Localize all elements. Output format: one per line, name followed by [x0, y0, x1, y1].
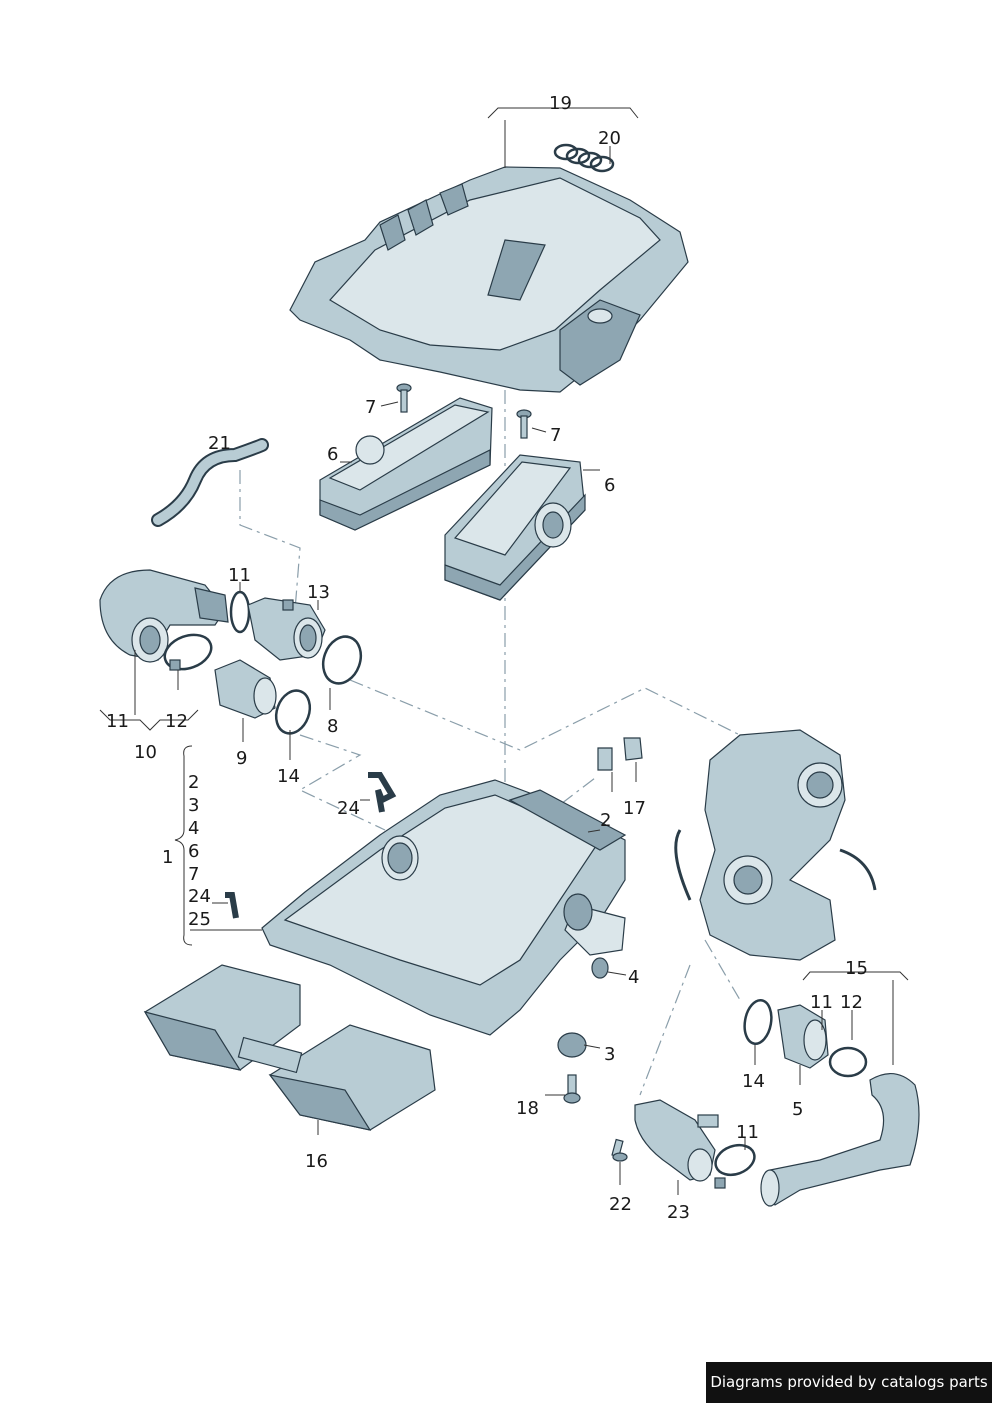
bolt-icon: [516, 409, 532, 439]
clip-icon: [225, 772, 397, 919]
callout-21: 21: [208, 433, 231, 454]
breather-hose: [151, 438, 269, 527]
mount-icon: [557, 1032, 587, 1058]
air-filter-box-left: [319, 397, 493, 531]
callout-7: 7: [550, 425, 561, 446]
list-label-4: 4: [188, 818, 199, 839]
screw-icon: [563, 1074, 581, 1104]
leader-lines: [99, 107, 909, 1195]
callout-12: 12: [165, 711, 188, 732]
callout-13: 13: [307, 582, 330, 603]
intake-hose-right: [760, 1073, 920, 1207]
callout-2: 2: [600, 810, 611, 831]
list-label-24: 24: [188, 886, 211, 907]
intake-elbow-right: [634, 1099, 756, 1189]
callout-10: 10: [134, 742, 157, 763]
hose-clamp-icon: [163, 590, 363, 735]
callout-8: 8: [327, 716, 338, 737]
callout-labels: 19 20 7 7 6 6 21 11 13 11 12 10 9 8 14 2…: [106, 93, 868, 1223]
callout-22: 22: [609, 1194, 632, 1215]
engine-cover: [289, 166, 689, 393]
callout-19: 19: [549, 93, 572, 114]
callout-20: 20: [598, 128, 621, 149]
callout-23: 23: [667, 1202, 690, 1223]
callout-7: 7: [365, 397, 376, 418]
list-label-7: 7: [188, 864, 199, 885]
list-label-3: 3: [188, 795, 199, 816]
callout-11: 11: [810, 992, 833, 1013]
air-filter-box-right: [444, 454, 586, 601]
intake-connector: [214, 659, 277, 719]
callout-6: 6: [327, 444, 338, 465]
list-label-2: 2: [188, 772, 199, 793]
screw-icon: [611, 1138, 628, 1162]
callout-15: 15: [845, 958, 868, 979]
list-label-6: 6: [188, 841, 199, 862]
callout-4: 4: [628, 967, 639, 988]
callout-16: 16: [305, 1151, 328, 1172]
callout-11: 11: [228, 565, 251, 586]
centerlines: [239, 390, 751, 1096]
air-mass-meter-right: [743, 998, 868, 1078]
callout-18: 18: [516, 1098, 539, 1119]
callout-9: 9: [236, 748, 247, 769]
bracket-icon: [597, 737, 643, 771]
intake-manifold-tray: [261, 779, 627, 1036]
air-mass-meter-housing: [247, 597, 326, 661]
turbocharger-assembly: [674, 729, 877, 961]
list-label-25: 25: [188, 909, 211, 930]
intake-elbow-hose: [99, 569, 229, 663]
callout-11: 11: [106, 711, 129, 732]
bolt-icon: [396, 383, 412, 413]
callout-6: 6: [604, 475, 615, 496]
air-intake-ducts: [143, 964, 436, 1131]
credit-banner: Diagrams provided by catalogs parts: [706, 1362, 992, 1403]
callout-3: 3: [604, 1044, 615, 1065]
callout-14: 14: [277, 766, 300, 787]
emblem-rings-icon: [553, 143, 615, 173]
callout-17: 17: [623, 798, 646, 819]
grommet-icon: [591, 957, 609, 979]
callout-11: 11: [736, 1122, 759, 1143]
callout-5: 5: [792, 1099, 803, 1120]
callout-12: 12: [840, 992, 863, 1013]
callout-24: 24: [337, 798, 360, 819]
callout-14: 14: [742, 1071, 765, 1092]
list-label-1: 1: [162, 847, 173, 868]
